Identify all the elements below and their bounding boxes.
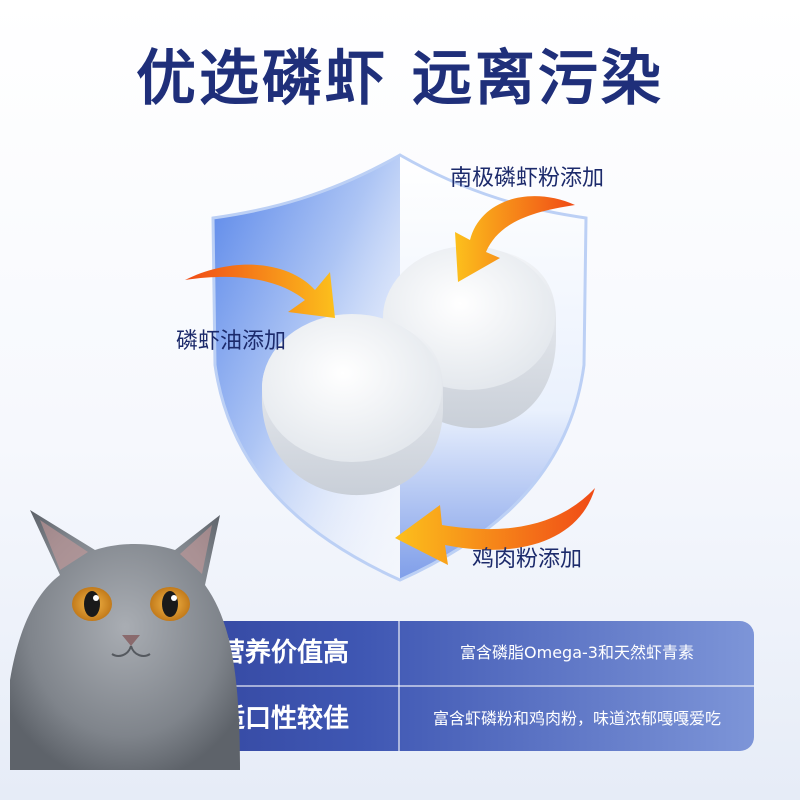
- benefit-row: 营养价值高 富含磷脂Omega-3和天然虾青素: [40, 621, 754, 685]
- callout-krill-oil: 磷虾油添加: [176, 329, 287, 354]
- arrow-krill-oil-icon: [185, 264, 335, 318]
- row-divider: [40, 685, 754, 687]
- arrow-chicken-icon: [395, 488, 595, 565]
- benefit-description: 富含虾磷粉和鸡肉粉，味道浓郁嘎嘎爱吃: [432, 709, 721, 728]
- callout-antarctic-krill-powder: 南极磷虾粉添加: [450, 166, 605, 191]
- column-divider: [398, 621, 400, 751]
- arrow-antarctic-icon: [455, 196, 575, 282]
- tablet-front-icon: [261, 314, 443, 496]
- benefit-row: 适口性较佳 富含虾磷粉和鸡肉粉，味道浓郁嘎嘎爱吃: [40, 687, 754, 751]
- headline: 优选磷虾 远离污染: [136, 44, 664, 114]
- benefit-description: 富含磷脂Omega-3和天然虾青素: [460, 643, 694, 662]
- benefit-label: 适口性较佳: [218, 704, 349, 734]
- cat-icon: [10, 510, 240, 770]
- callout-chicken-powder: 鸡肉粉添加: [472, 547, 583, 572]
- benefit-label: 营养价值高: [218, 638, 349, 668]
